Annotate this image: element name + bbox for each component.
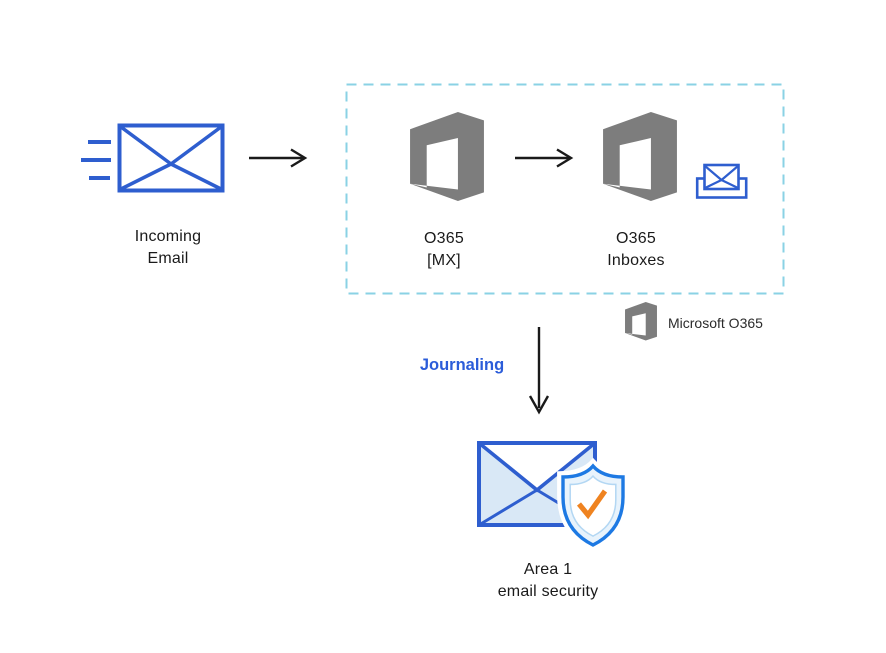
o365-mx-label-line1: O365	[424, 230, 464, 247]
o365-inboxes-label-line2: Inboxes	[607, 252, 665, 269]
incoming-email-label-line2: Email	[147, 250, 189, 267]
arrow-down-icon	[528, 327, 550, 415]
area1-label: Area 1 email security	[473, 559, 623, 603]
o365-logo	[410, 112, 484, 201]
area1-label-line1: Area 1	[523, 561, 573, 578]
inbox-icon	[695, 163, 748, 199]
journaling-label: Journaling	[419, 356, 505, 374]
o365-logo	[625, 302, 657, 341]
arrow-right-icon	[515, 148, 574, 168]
speed-line-icon	[81, 158, 111, 162]
arrow-right-icon	[249, 148, 308, 168]
incoming-email-label-line1: Incoming	[134, 228, 202, 245]
speed-line-icon	[89, 176, 110, 180]
legend-label: Microsoft O365	[668, 315, 763, 331]
incoming-email-icon	[117, 123, 225, 193]
o365-mx-label-line2: [MX]	[427, 252, 461, 269]
o365-logo	[603, 112, 677, 201]
shield-check-icon	[557, 457, 629, 553]
speed-line-icon	[88, 140, 111, 144]
o365-inboxes-label-line1: O365	[616, 230, 656, 247]
area1-shield-icon	[477, 441, 629, 553]
area1-label-line2: email security	[497, 583, 599, 600]
incoming-email-label: Incoming Email	[110, 226, 226, 270]
o365-mx-label: O365 [MX]	[386, 228, 502, 272]
o365-inboxes-label: O365 Inboxes	[578, 228, 694, 272]
